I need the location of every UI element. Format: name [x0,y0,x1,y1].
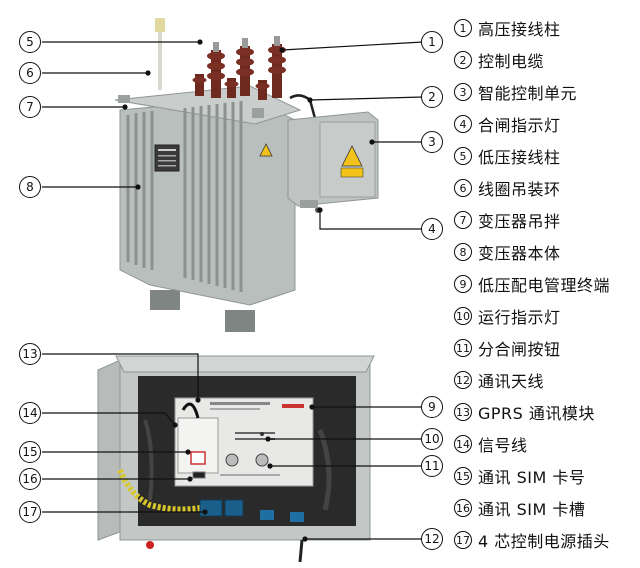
warning-icon [341,145,363,167]
nameplate [154,144,180,172]
legend-label: 变压器本体 [478,244,561,263]
transformer-foot [225,310,255,332]
callout-8: 8 [19,176,41,198]
callout-4: 4 [421,218,443,240]
legend-item-1: 1 高压接线柱 [454,16,561,40]
sim-slot [192,471,206,479]
legend-number: 6 [454,179,472,197]
switch-button [255,453,269,467]
legend-label: 低压配电管理终端 [478,276,611,295]
callout-10: 10 [421,428,443,450]
legend-item-15: 15 通讯 SIM 卡号 [454,464,585,488]
legend-label: 信号线 [478,436,528,455]
legend-label: GPRS 通讯模块 [478,404,595,423]
legend-number: 3 [454,83,472,101]
warning-icon [259,143,273,157]
callout-7: 7 [19,96,41,118]
legend-item-9: 9 低压配电管理终端 [454,272,610,296]
legend-label: 控制电缆 [478,52,545,71]
callout-3: 3 [421,131,443,153]
callout-12: 12 [421,528,443,550]
legend-number: 11 [454,339,472,357]
legend-number: 7 [454,211,472,229]
legend-number: 12 [454,371,472,389]
callout-9: 9 [421,396,443,418]
callout-5: 5 [19,31,41,53]
callout-17: 17 [19,501,41,523]
legend-number: 8 [454,243,472,261]
legend-label: 变压器吊拌 [478,212,561,231]
legend-item-17: 17 4 芯控制电源插头 [454,528,610,552]
legend-label: 低压接线柱 [478,148,561,167]
lv-bushings [192,74,270,100]
transformer [42,18,424,332]
radiator-fins [126,101,243,292]
legend-label: 通讯天线 [478,372,545,391]
hv-bushings [207,36,286,98]
leader-lines-top [42,39,424,230]
legend-item-11: 11 分合闸按钮 [454,336,561,360]
legend-item-7: 7 变压器吊拌 [454,208,561,232]
legend-item-3: 3 智能控制单元 [454,80,577,104]
callout-6: 6 [19,62,41,84]
lifting-lug [118,95,130,103]
legend-number: 14 [454,435,472,453]
callout-13: 13 [19,343,41,365]
legend-label: 4 芯控制电源插头 [478,532,610,551]
control-box [287,111,379,213]
legend-number: 5 [454,147,472,165]
legend-label: 分合闸按钮 [478,340,561,359]
callout-15: 15 [19,441,41,463]
callout-1: 1 [421,31,443,53]
legend-number: 1 [454,19,472,37]
sim-card [190,451,206,465]
run-indicator-lamp [260,432,264,436]
legend-item-8: 8 变压器本体 [454,240,561,264]
legend-number: 2 [454,51,472,69]
legend-number: 9 [454,275,472,293]
control-cabinet [42,353,423,563]
yellow-cable [117,468,201,513]
callout-14: 14 [19,402,41,424]
legend-number: 15 [454,467,472,485]
coil-lifting-rod [158,30,162,90]
legend-label: 通讯 SIM 卡号 [478,468,586,487]
legend-item-5: 5 低压接线柱 [454,144,561,168]
legend-item-16: 16 通讯 SIM 卡槽 [454,496,585,520]
legend-number: 4 [454,115,472,133]
legend-item-10: 10 运行指示灯 [454,304,561,328]
legend-label: 高压接线柱 [478,20,561,39]
legend-label: 合闸指示灯 [478,116,561,135]
lifting-lug [252,108,264,118]
signal-line [181,402,200,419]
legend-label: 线圈吊装环 [478,180,561,199]
legend-number: 16 [454,499,472,517]
legend-number: 10 [454,307,472,325]
legend-label: 智能控制单元 [478,84,578,103]
legend-item-2: 2 控制电缆 [454,48,544,72]
transformer-foot [150,290,180,310]
legend-item-12: 12 通讯天线 [454,368,544,392]
legend-number: 13 [454,403,472,421]
legend-item-4: 4 合闸指示灯 [454,112,561,136]
callout-11: 11 [421,455,443,477]
switch-button [225,453,239,467]
callout-2: 2 [421,86,443,108]
legend-item-14: 14 信号线 [454,432,528,456]
legend-item-6: 6 线圈吊装环 [454,176,561,200]
antenna [298,539,304,563]
legend-item-13: 13 GPRS 通讯模块 [454,400,595,424]
legend-label: 运行指示灯 [478,308,561,327]
legend-number: 17 [454,531,472,549]
leader-lines-bottom [42,353,423,542]
callout-16: 16 [19,468,41,490]
legend-label: 通讯 SIM 卡槽 [478,500,586,519]
